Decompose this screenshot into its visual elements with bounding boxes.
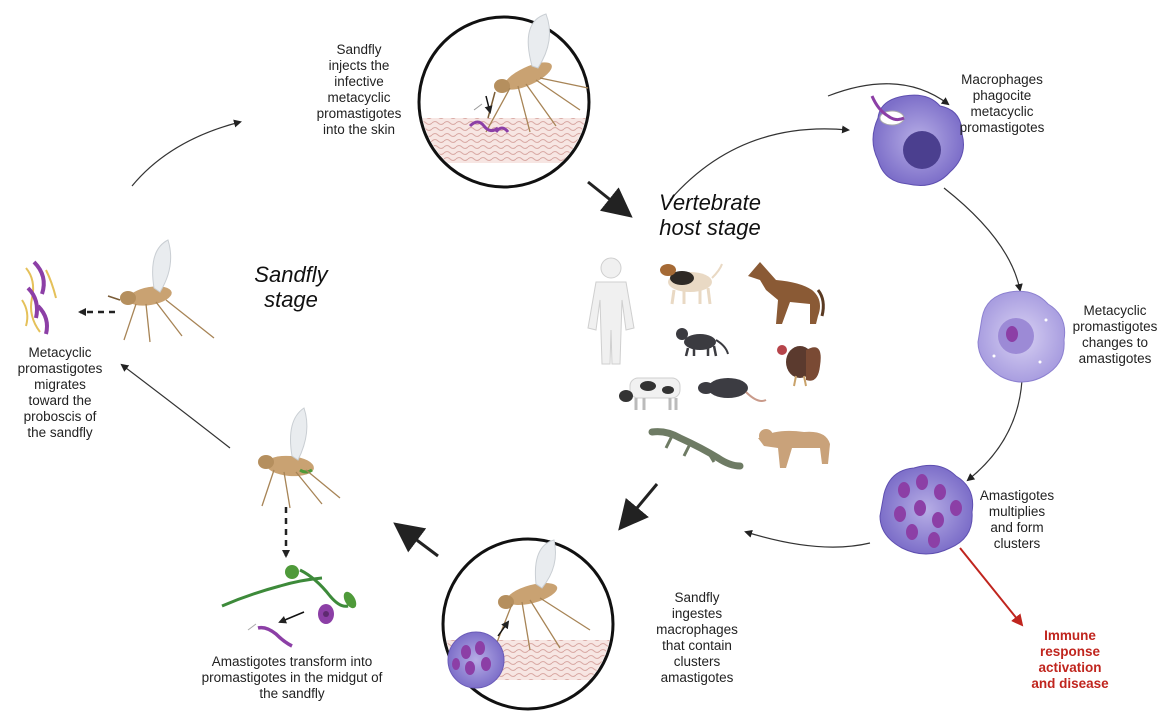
phagocyte-label: Macrophages phagocite metacyclic promast… [940,72,1064,136]
macrophage-cluster-icon [448,632,504,688]
macrophage-clusters-icon [880,465,973,554]
arrow-ingest-to-midgut [398,526,438,556]
lizard-icon [652,432,740,466]
arrow-multiply-to-ingest [746,532,870,547]
changes-label: Metacyclic promastigotes changes to amas… [1060,303,1167,367]
cow-icon [619,378,680,410]
migrates-label: Metacyclic promastigotes migrates toward… [0,345,120,441]
arrow-midgut-to-migrate [122,365,230,448]
arrow-to-inject [132,122,240,186]
arrow-host-to-ingest [622,484,657,526]
inject-circle [419,14,590,187]
dog-icon [660,264,722,304]
vertebrate-stage-title: Vertebrate host stage [640,190,780,240]
transform-label: Amastigotes transform into promastigotes… [180,654,404,702]
inject-label: Sandfly injects the infective metacyclic… [304,42,414,138]
promastigote-cluster-icon [22,262,56,334]
horse-icon [748,262,823,324]
immune-label: Immune response activation and disease [1020,628,1120,692]
sandfly-icon [108,240,214,342]
arrow-inject-to-host [588,182,628,214]
cat-icon [676,328,728,356]
immune-arrow [960,548,1022,625]
rat-icon [698,378,766,401]
multiplies-label: Amastigotes multiplies and form clusters [972,488,1062,552]
sandfly-infected-icon [258,408,340,508]
ingest-circle [440,539,620,709]
ingests-label: Sandfly ingestes macrophages that contai… [642,590,752,686]
sandfly-stage-title: Sandfly stage [236,262,346,312]
midgut-parasites-icon [222,565,359,646]
arrow-change-to-multiply [968,380,1022,480]
lynx-icon [758,429,830,468]
human-icon [588,258,634,364]
macrophage-changing-icon [978,291,1065,382]
arrow-macrophage-to-change [944,188,1020,290]
turkey-icon [777,345,821,386]
